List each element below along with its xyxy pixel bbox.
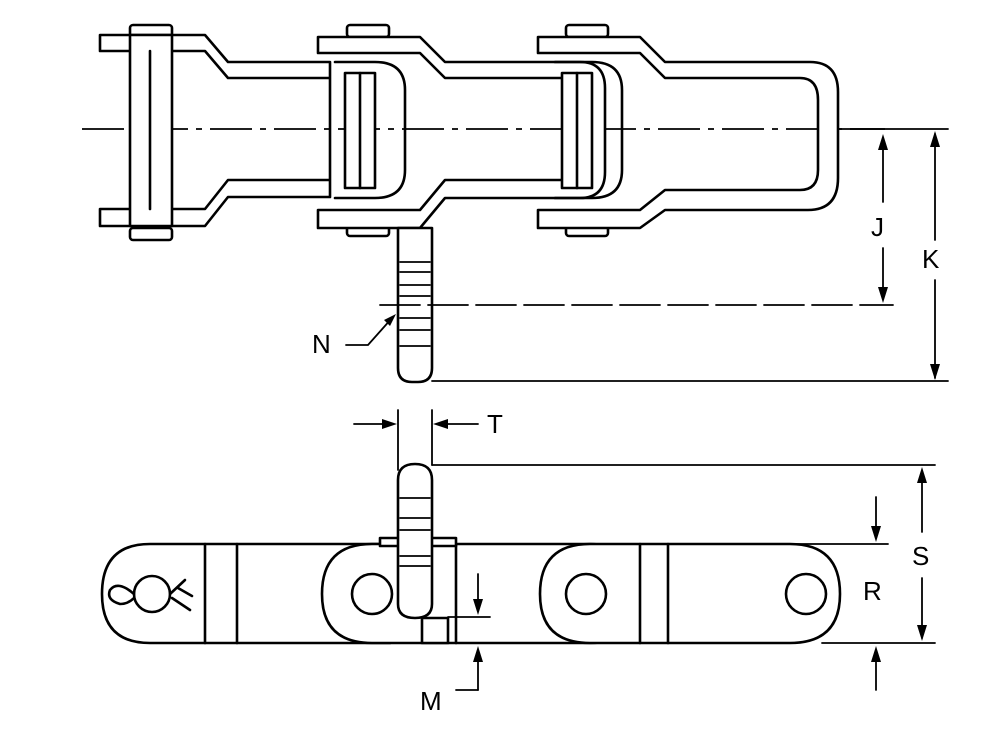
label-T: T (487, 409, 503, 439)
attachment-lug-side (378, 462, 458, 645)
label-N: N (312, 329, 331, 359)
dimension-K: K (431, 128, 949, 382)
chain-link-1 (98, 33, 332, 228)
pin-hole (564, 572, 608, 616)
cotter-pin (107, 574, 194, 614)
label-K: K (922, 244, 940, 274)
pin-holes (350, 572, 828, 616)
dimension-S: S (431, 464, 936, 644)
dimension-R: R (455, 496, 889, 691)
top-view: J K N (82, 23, 949, 384)
label-M: M (420, 686, 442, 716)
chain-link-2 (316, 35, 607, 230)
dimension-J: J (379, 134, 894, 306)
side-view: T (100, 409, 936, 716)
chain-link-3 (536, 35, 840, 230)
label-J: J (871, 212, 884, 242)
label-S: S (912, 541, 929, 571)
pin-hole (784, 572, 828, 616)
label-R: R (863, 576, 882, 606)
dimension-T: T (353, 409, 503, 471)
chain-side-body (100, 542, 842, 645)
pin-hole (350, 572, 394, 616)
dimension-M: M (420, 573, 491, 716)
leader-N: N (312, 314, 396, 359)
